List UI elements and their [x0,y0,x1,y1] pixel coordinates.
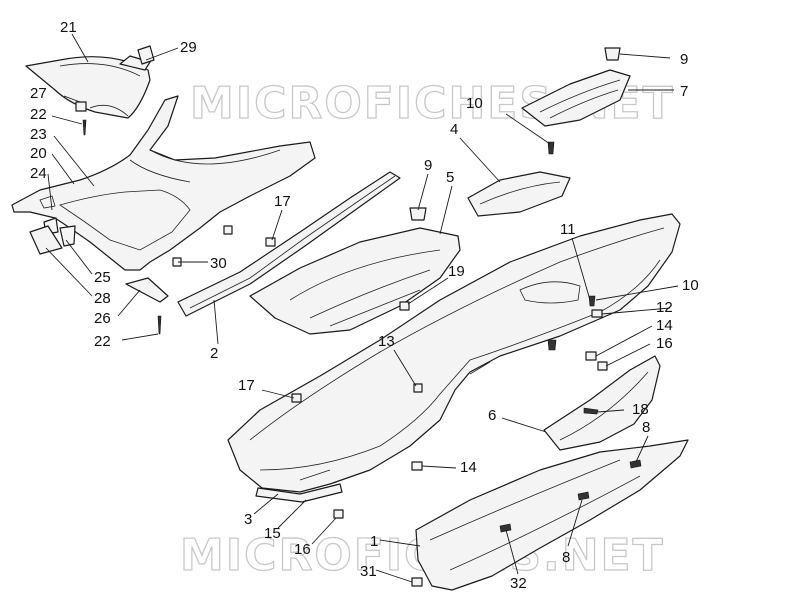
part-21-cover [25,56,151,119]
part-16-clip-lower [333,509,344,519]
part-9-plug-left [409,207,427,221]
part-26-plate [125,277,169,303]
part-17-clip-upper [265,237,276,247]
callout-1: 1 [370,533,378,550]
part-30-clip-2 [223,225,233,235]
part-13-clip [413,383,423,393]
callout-3: 3 [244,511,252,528]
callout-30: 30 [210,255,227,272]
callout-16-upper: 16 [656,335,673,352]
part-19-clip [399,301,410,311]
callout-8-upper: 8 [642,419,650,436]
part-17-clip-lower [291,393,302,403]
callout-5: 5 [446,169,454,186]
callout-2: 2 [210,345,218,362]
callout-14-upper: 14 [656,317,673,334]
callout-10-lower: 10 [682,277,699,294]
callout-18: 18 [632,401,649,418]
callout-29: 29 [180,39,197,56]
leader-lines [45,33,679,583]
callout-31: 31 [360,563,377,580]
callout-17-lower: 17 [238,377,255,394]
part-32-screw [499,523,512,533]
part-10-screw-lower [588,295,596,307]
callout-22-top: 22 [30,106,47,123]
part-22-screw-bottom [157,315,162,335]
callout-27: 27 [30,85,47,102]
part-5-footrest [249,227,461,335]
callout-22-bottom: 22 [94,333,111,350]
callout-10-upper: 10 [466,95,483,112]
part-12-nut [591,309,603,318]
part-10-screw-upper [547,141,555,155]
callout-9-right: 9 [680,51,688,68]
part-16-clip-upper [597,361,608,371]
part-25-hook [59,225,76,247]
part-4-footrest-left [467,171,571,217]
callout-24: 24 [30,165,47,182]
callout-28: 28 [94,290,111,307]
part-2-side-strip [177,171,401,317]
callout-11: 11 [560,221,576,238]
part-28-holder [29,225,63,255]
callout-23: 23 [30,126,47,143]
callout-25: 25 [94,269,111,286]
part-27-clip [75,101,87,112]
part-3-floor-panel [227,213,681,493]
callout-labels: 21 29 27 22 23 20 24 25 28 26 22 30 17 2… [30,19,699,592]
part-1-lower-side-panel [415,439,689,591]
part-22-screw-top [82,119,87,136]
part-11-screw [547,339,557,351]
part-9-plug-right [604,47,621,61]
callout-12: 12 [656,299,673,316]
part-14-clip-upper [585,351,597,361]
callout-13: 13 [378,333,395,350]
callout-4: 4 [450,121,458,138]
callout-8-lower: 8 [562,549,570,566]
part-20-inner-shield [11,95,316,271]
part-7-footrest-rear [521,69,631,127]
callout-9-left: 9 [424,157,432,174]
part-15-trim-strip [255,483,343,503]
callout-6: 6 [488,407,496,424]
callout-16-lower: 16 [294,541,311,558]
callout-17-upper: 17 [274,193,291,210]
part-31-clip [411,577,423,587]
part-8-screw-lower [577,491,590,501]
callout-20: 20 [30,145,47,162]
part-18-screw [583,407,599,415]
callout-26: 26 [94,310,111,327]
callout-15: 15 [264,525,281,542]
callout-7: 7 [680,83,688,100]
callout-14-lower: 14 [460,459,477,476]
part-14-clip-lower [411,461,423,471]
callout-19: 19 [448,263,465,280]
callout-21: 21 [60,19,77,36]
part-29-latch [119,45,155,71]
callout-32: 32 [510,575,527,592]
